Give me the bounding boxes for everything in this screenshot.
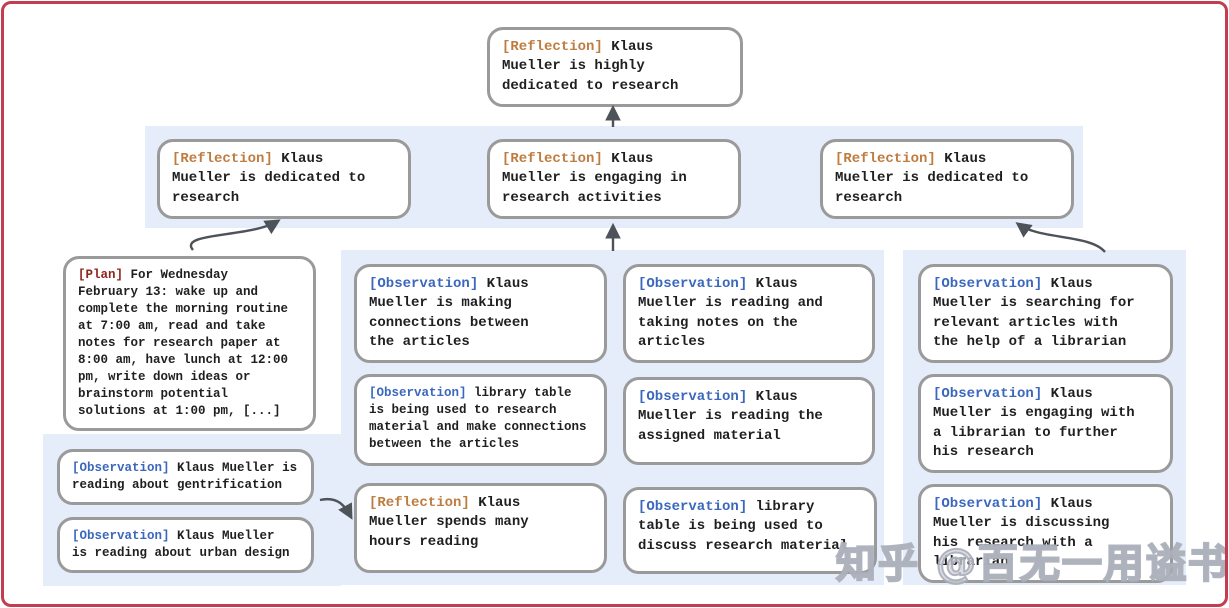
node-top-reflection: [Reflection] Klaus Mueller is highly ded… [487, 27, 743, 107]
node-text: Klaus Mueller is reading the assigned ma… [638, 389, 823, 444]
reflection-tag: [Reflection] [172, 151, 273, 167]
node-obs-gentrification: [Observation] Klaus Mueller is reading a… [57, 449, 314, 505]
observation-tag: [Observation] [369, 276, 479, 292]
node-obs-engaging-librarian: [Observation] Klaus Mueller is engaging … [918, 374, 1173, 474]
node-obs-taking-notes: [Observation] Klaus Mueller is reading a… [623, 264, 875, 364]
node-reflection-engaging: [Reflection] Klaus Mueller is engaging i… [487, 139, 741, 219]
node-text: Klaus Mueller is reading about urban des… [72, 529, 290, 560]
node-plan-wednesday: [Plan] For Wednesday February 13: wake u… [63, 256, 316, 431]
node-obs-discussing-librarian: [Observation] Klaus Mueller is discussin… [918, 484, 1173, 584]
reflection-tag: [Reflection] [502, 39, 603, 55]
node-text: Klaus Mueller is dedicated to research [835, 151, 1029, 206]
reflection-tag: [Reflection] [502, 151, 603, 167]
node-text: Klaus Mueller is engaging with a librari… [933, 386, 1135, 460]
zhihu-watermark: 知乎 @百无一用谥书生 [835, 540, 1229, 588]
node-text: For Wednesday February 13: wake up and c… [78, 268, 289, 418]
node-obs-library-table-discuss: [Observation] library table is being use… [623, 487, 877, 574]
observation-tag: [Observation] [933, 496, 1043, 512]
node-text: Klaus Mueller is highly dedicated to res… [502, 39, 679, 94]
node-text: library table is being used to research … [369, 386, 587, 451]
node-text: Klaus Mueller is making connections betw… [369, 276, 529, 350]
observation-tag: [Observation] [638, 389, 748, 405]
observation-tag: [Observation] [638, 499, 748, 515]
observation-tag: [Observation] [72, 529, 170, 543]
node-text: library table is being used to discuss r… [638, 499, 849, 554]
observation-tag: [Observation] [638, 276, 748, 292]
observation-tag: [Observation] [369, 386, 467, 400]
reflection-tag: [Reflection] [369, 495, 470, 511]
reflection-tag: [Reflection] [835, 151, 936, 167]
node-reflection-dedicated-left: [Reflection] Klaus Mueller is dedicated … [157, 139, 411, 219]
node-text: Klaus Mueller is dedicated to research [172, 151, 366, 206]
arrow-right-band-to-right-reflection [1015, 222, 1106, 253]
node-text: Klaus Mueller is reading about gentrific… [72, 461, 298, 492]
node-obs-searching-articles: [Observation] Klaus Mueller is searching… [918, 264, 1173, 364]
node-text: Klaus Mueller is searching for relevant … [933, 276, 1135, 350]
node-text: Klaus Mueller spends many hours reading [369, 495, 529, 550]
node-text: Klaus Mueller is engaging in research ac… [502, 151, 687, 206]
observation-tag: [Observation] [933, 386, 1043, 402]
node-text: Klaus Mueller is discussing his research… [933, 496, 1110, 570]
node-text: Klaus Mueller is reading and taking note… [638, 276, 823, 350]
node-obs-making-connections: [Observation] Klaus Mueller is making co… [354, 264, 607, 364]
observation-tag: [Observation] [72, 461, 170, 475]
observation-tag: [Observation] [933, 276, 1043, 292]
node-reflection-hours-reading: [Reflection] Klaus Mueller spends many h… [354, 483, 607, 573]
node-obs-assigned-material: [Observation] Klaus Mueller is reading t… [623, 377, 875, 465]
node-obs-library-table-research: [Observation] library table is being use… [354, 374, 607, 466]
plan-tag: [Plan] [78, 268, 124, 282]
node-reflection-dedicated-right: [Reflection] Klaus Mueller is dedicated … [820, 139, 1074, 219]
node-obs-urban-design: [Observation] Klaus Mueller is reading a… [57, 517, 314, 573]
